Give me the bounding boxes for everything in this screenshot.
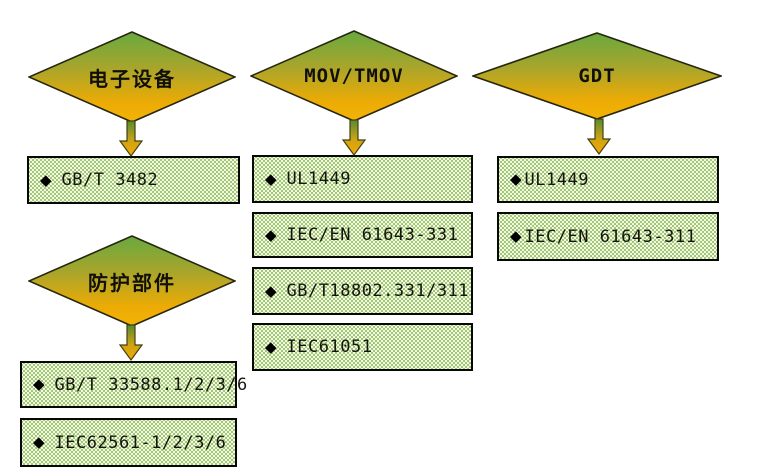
down-arrow-icon xyxy=(118,324,144,361)
standard-label: GB/T 3482 xyxy=(61,170,159,190)
down-arrow-icon xyxy=(586,118,612,155)
down-arrow-icon xyxy=(118,120,144,157)
standard-label: IEC/EN 61643-311 xyxy=(524,226,697,247)
standard-box: ◆ IEC61051 xyxy=(252,323,473,371)
standard-label: GB/T 33588.1/2/3/6 xyxy=(54,374,248,395)
bullet-diamond-icon: ◆ xyxy=(33,433,45,451)
diamond-protection-components: 防护部件 xyxy=(28,235,236,327)
standard-box: ◆ IEC/EN 61643-331 xyxy=(252,212,473,258)
down-arrow-icon xyxy=(341,119,367,156)
bullet-diamond-icon: ◆ xyxy=(265,169,277,188)
bullet-diamond-icon: ◆ xyxy=(40,170,52,189)
standard-box: ◆ UL1449 xyxy=(252,155,473,203)
standard-label: UL1449 xyxy=(524,169,589,190)
standard-box: ◆ UL1449 xyxy=(497,156,719,203)
diamond-electronic-equipment: 电子设备 xyxy=(28,31,236,123)
standard-box: ◆ IEC62561-1/2/3/6 xyxy=(20,418,237,467)
bullet-diamond-icon: ◆ xyxy=(510,227,522,245)
diamond-shape xyxy=(28,31,236,123)
standard-box: ◆ GB/T 33588.1/2/3/6 xyxy=(20,361,247,408)
diamond-mov-tmov: MOV/TMOV xyxy=(250,30,458,122)
bullet-diamond-icon: ◆ xyxy=(510,170,522,188)
standard-label: IEC61051 xyxy=(286,337,373,357)
diamond-shape xyxy=(28,235,236,327)
diamond-shape xyxy=(250,30,458,122)
bullet-diamond-icon: ◆ xyxy=(265,225,277,244)
standard-box: ◆ GB/T18802.331/311 xyxy=(252,267,473,315)
standard-label: UL1449 xyxy=(286,169,351,189)
diamond-gdt: GDT xyxy=(472,32,722,120)
standard-label: IEC62561-1/2/3/6 xyxy=(54,432,227,453)
diamond-shape xyxy=(472,32,722,120)
standard-label: GB/T18802.331/311 xyxy=(286,281,470,301)
standard-box: ◆ GB/T 3482 xyxy=(27,156,240,204)
bullet-diamond-icon: ◆ xyxy=(265,337,277,356)
standard-box: ◆ IEC/EN 61643-311 xyxy=(497,212,719,261)
bullet-diamond-icon: ◆ xyxy=(33,375,45,393)
bullet-diamond-icon: ◆ xyxy=(265,281,277,300)
standard-label: IEC/EN 61643-331 xyxy=(286,225,459,245)
